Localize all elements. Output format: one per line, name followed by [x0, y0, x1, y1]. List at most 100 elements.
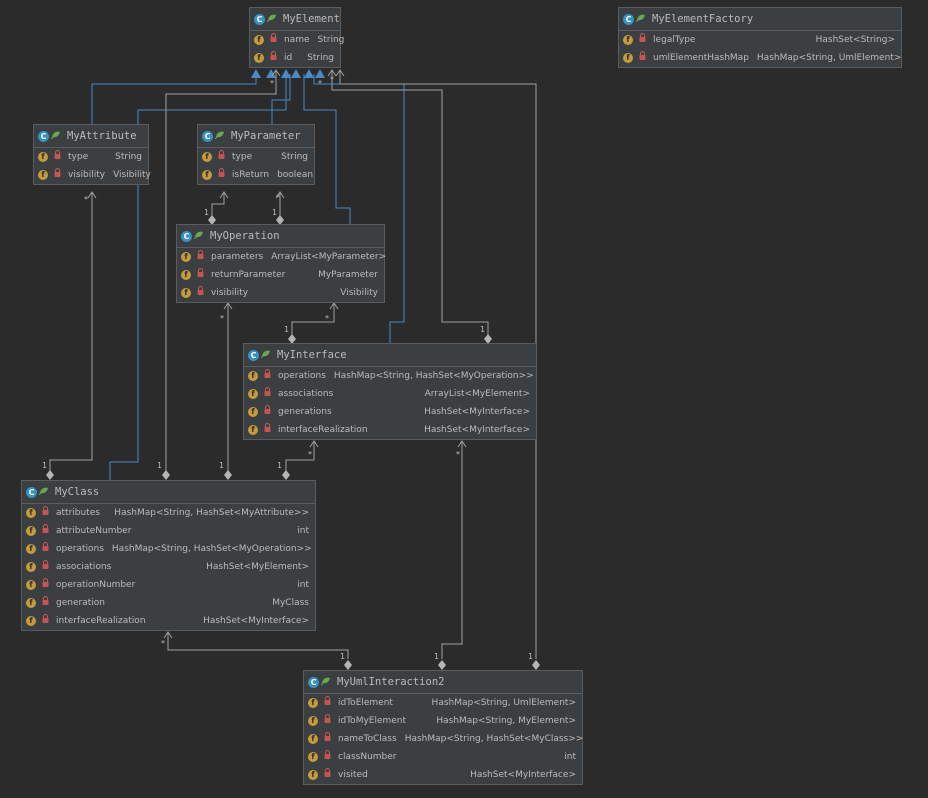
association-interface-operation: [291, 303, 335, 336]
class-header: C MyElementFactory: [619, 8, 901, 31]
multiplicity-label: 1: [272, 208, 278, 217]
lock-icon: [324, 694, 331, 712]
field-icon: f: [26, 508, 36, 518]
multiplicity-label: 1: [219, 461, 225, 470]
field-name: operationNumber: [56, 580, 136, 590]
field-type: MyParameter: [318, 270, 378, 280]
assoc-arrow-element-a: [271, 69, 281, 77]
field-icon: f: [38, 170, 48, 180]
lock-icon: [218, 166, 225, 184]
field-icon: f: [254, 53, 264, 63]
field-type: ArrayList<MyElement>: [424, 389, 530, 399]
field-type: HashSet<MyInterface>: [470, 770, 576, 780]
class-icon: C: [38, 130, 49, 142]
field-icon: f: [248, 371, 258, 381]
lock-icon: [264, 421, 271, 439]
lock-icon: [42, 540, 49, 558]
lock-icon: [42, 522, 49, 540]
lock-icon: [264, 367, 271, 385]
multiplicity-label: 1: [204, 208, 210, 217]
diamond-operation-parameter-2: [276, 215, 284, 225]
assoc-arrow-interface-2: [457, 440, 467, 448]
lock-icon: [42, 504, 49, 522]
diamond-uml-interface: [438, 660, 446, 670]
generalization-arrow-2: [266, 69, 276, 78]
field-name: interfaceRealization: [278, 425, 368, 435]
field-icon: f: [248, 425, 258, 435]
assoc-arrow-element-b: [327, 69, 337, 77]
field-type: int: [564, 752, 576, 762]
leaf-icon: [214, 125, 225, 147]
field-icon: f: [26, 562, 36, 572]
field-type: String: [281, 152, 308, 162]
lock-icon: [324, 712, 331, 730]
class-box-my-element-factory[interactable]: C MyElementFactory f legalType HashSet<Strin…: [618, 7, 902, 68]
field-name: associations: [278, 389, 334, 399]
field-name: attributes: [56, 508, 100, 518]
lock-icon: [639, 49, 646, 67]
field-type: HashMap<String, MyElement>: [436, 716, 576, 726]
assoc-arrow-parameter-1: [219, 191, 229, 199]
field-name: visibility: [211, 288, 249, 298]
lock-icon: [264, 385, 271, 403]
generalization-edge-attribute: [91, 74, 257, 125]
field-type: HashSet<MyInterface>: [424, 407, 530, 417]
field-icon: f: [202, 170, 212, 180]
class-icon: C: [623, 13, 634, 25]
field-name: legalType: [653, 35, 696, 45]
field-name: operations: [56, 544, 104, 554]
class-icon: C: [308, 676, 319, 688]
field-name: returnParameter: [211, 270, 286, 280]
diamond-uml-element: [532, 660, 540, 670]
field-name: type: [68, 152, 89, 162]
lock-icon: [54, 148, 61, 166]
class-name: MyElementFactory: [652, 13, 754, 25]
class-name: MyElement: [283, 13, 340, 25]
field-icon: f: [181, 288, 191, 298]
field-icon: f: [26, 616, 36, 626]
field-type: HashMap<String, HashSet<MyOperation>>: [333, 371, 534, 381]
field-icon: f: [623, 53, 633, 63]
generalization-arrow-6: [315, 69, 325, 78]
field-type: HashSet<String>: [815, 35, 895, 45]
multiplicity-label: 1: [528, 652, 534, 661]
lock-icon: [218, 148, 225, 166]
lock-icon: [324, 766, 331, 784]
class-icon: C: [181, 230, 192, 242]
